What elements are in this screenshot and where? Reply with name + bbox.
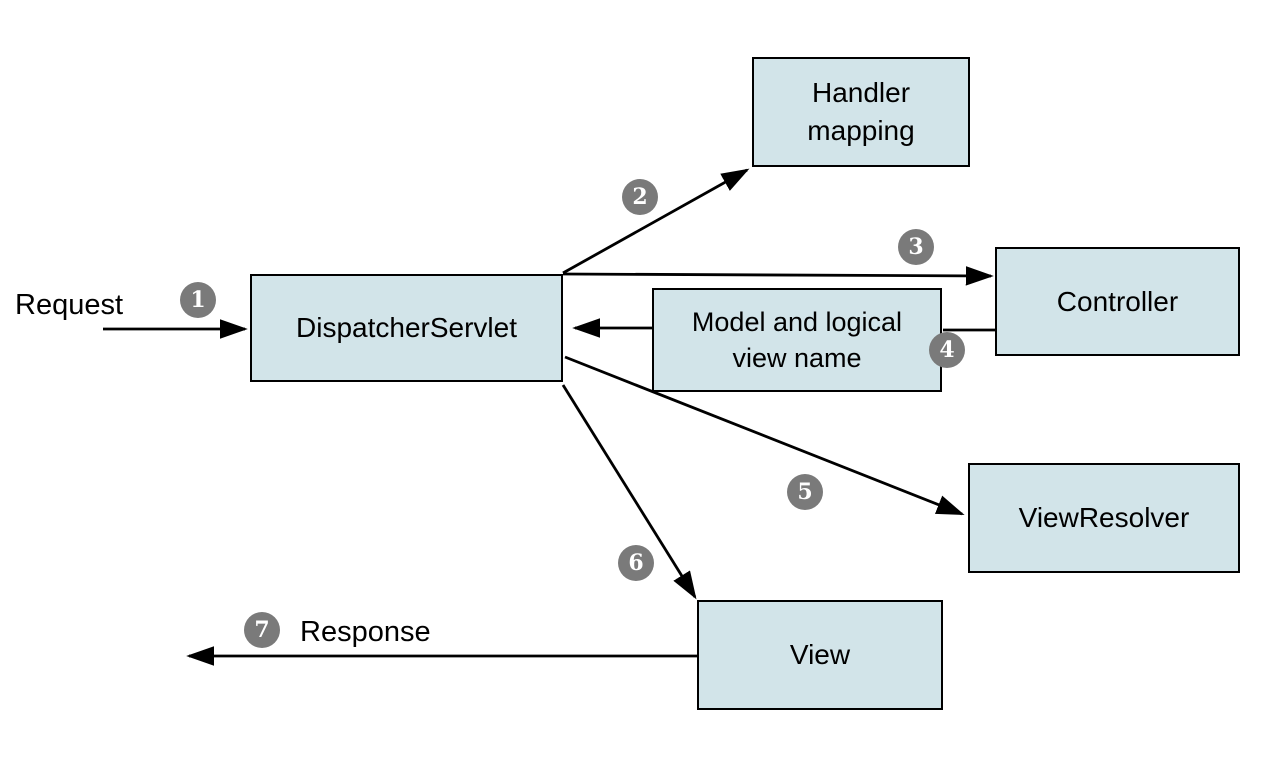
step-5-badge: 5 xyxy=(787,474,823,510)
arrow-step-3-dispatcher-to-controller xyxy=(562,266,994,286)
step-1-badge: 1 xyxy=(180,282,216,318)
step-4-badge: 4 xyxy=(929,332,965,368)
node-model-and-logical-view-name-label: Model and logical view name xyxy=(691,306,903,373)
step-3-badge: 3 xyxy=(898,229,934,265)
arrow-step-2-dispatcher-to-handler-mapping xyxy=(562,168,750,275)
node-model-and-logical-view-name: Model and logical view name xyxy=(652,288,942,392)
node-handler-mapping-label: Handler mapping xyxy=(807,77,915,146)
response-label: Response xyxy=(300,616,431,648)
node-controller-label: Controller xyxy=(1056,285,1179,317)
step-6-badge: 6 xyxy=(618,545,654,581)
node-dispatcher-servlet: DispatcherServlet xyxy=(250,274,563,382)
node-view: View xyxy=(697,600,943,710)
node-view-label: View xyxy=(789,639,851,671)
request-label: Request xyxy=(15,289,124,321)
step-7-badge: 7 xyxy=(244,612,280,648)
node-dispatcher-servlet-label: DispatcherServlet xyxy=(296,312,517,344)
node-view-resolver: ViewResolver xyxy=(968,463,1240,573)
node-view-resolver-label: ViewResolver xyxy=(1018,502,1190,534)
node-controller: Controller xyxy=(995,247,1240,356)
node-handler-mapping: Handler mapping xyxy=(752,57,970,167)
step-2-badge: 2 xyxy=(622,179,658,215)
